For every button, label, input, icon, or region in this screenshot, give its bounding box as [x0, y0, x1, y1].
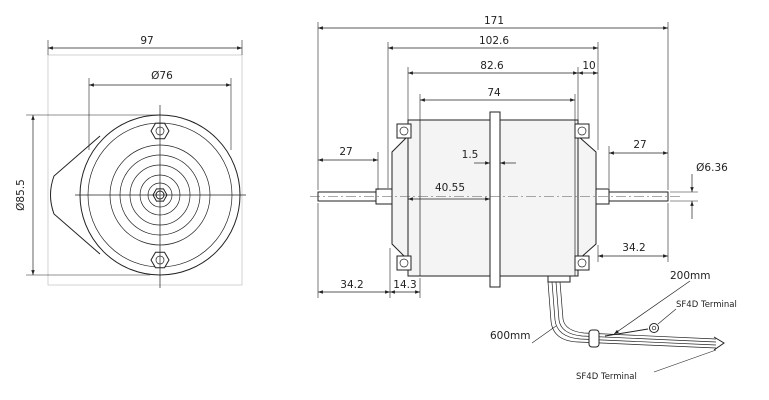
inner-diameter-label: Ø76 — [151, 70, 173, 82]
short-lead-leader — [613, 280, 691, 335]
bolt-top-right-icon — [574, 123, 590, 139]
body-length-label: 102.6 — [479, 35, 509, 47]
upper-terminal-hole — [651, 325, 657, 331]
bolt-bottom-left-icon — [396, 255, 412, 271]
housing-lobe — [50, 135, 101, 255]
long-lead-leader — [531, 325, 557, 344]
bolt-top-left-icon — [396, 123, 412, 139]
outer-diameter-label: Ø85.5 — [15, 179, 27, 211]
mounting-flange — [489, 111, 501, 288]
overall-length-label: 171 — [484, 15, 504, 27]
width-dimension-label: 97 — [140, 35, 153, 47]
lead-wire-4 — [547, 281, 717, 349]
front-view: 97 Ø76 Ø85.5 — [15, 35, 246, 288]
lead-wire-1 — [551, 281, 717, 346]
wire-sleeve-icon — [588, 329, 600, 348]
core-length-label: 82.6 — [480, 60, 504, 72]
left-shaft-label: 27 — [339, 146, 352, 158]
lower-terminal-label: SF4D Terminal — [576, 372, 637, 382]
wiring: 200mm SF4D Terminal 600mm SF4D Terminal — [490, 270, 737, 382]
lower-terminal-leader — [653, 349, 717, 373]
left-cap-label: 14.3 — [393, 279, 416, 291]
right-end-cap — [577, 134, 597, 262]
right-shaft-total-label: 34.2 — [622, 242, 645, 254]
lower-terminal-icon — [713, 336, 725, 351]
left-end-cap — [391, 134, 409, 262]
lead-wire-3 — [559, 281, 717, 340]
short-lead-label: 200mm — [670, 270, 711, 282]
upper-terminal-leader — [657, 308, 677, 325]
stator-length-label: 74 — [487, 87, 501, 99]
bolt-bottom-right-head — [577, 258, 587, 268]
bolt-bottom-left-head — [399, 258, 409, 268]
upper-terminal-label: SF4D Terminal — [676, 300, 737, 310]
lead-wire-2 — [555, 281, 717, 343]
flange-position-label: 40.55 — [435, 182, 465, 194]
branch-lead — [604, 328, 649, 337]
long-lead-label: 600mm — [490, 330, 531, 342]
cap-offset-label: 10 — [582, 60, 595, 72]
upper-terminal-ring-icon — [649, 323, 659, 333]
flange-thickness-label: 1.5 — [462, 149, 479, 161]
bolt-top-right-head — [577, 126, 587, 136]
side-view: 171 102.6 82.6 10 74 27 1.5 40.55 27 — [310, 15, 728, 298]
bolt-bottom-right-icon — [574, 255, 590, 271]
bolt-top-left-head — [399, 126, 409, 136]
wire-exit-grommet — [547, 275, 571, 283]
left-shaft-total-label: 34.2 — [340, 279, 363, 291]
right-shaft-label: 27 — [633, 139, 646, 151]
shaft-diameter-label: Ø6.36 — [696, 162, 728, 174]
front-view-frame — [47, 54, 243, 286]
